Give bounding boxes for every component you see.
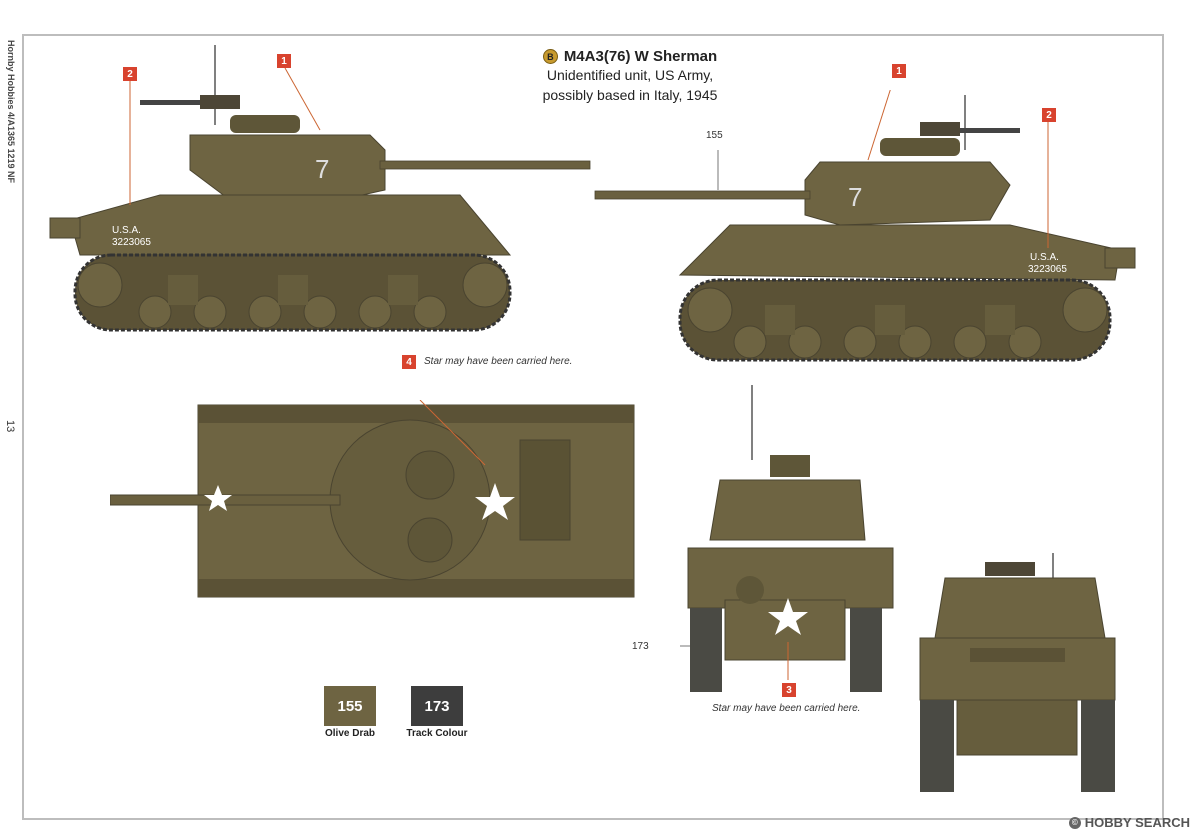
- hull-usa-left: U.S.A.: [112, 225, 141, 236]
- rear-star-note: Star may have been carried here.: [712, 703, 861, 714]
- document-code: Hornby Hobbies 4/A1365 1219 NF: [6, 40, 16, 184]
- watermark-text: HOBBY SEARCH: [1084, 815, 1190, 830]
- hull-usa-right: U.S.A.: [1030, 252, 1059, 263]
- hull-serial-left: 3223065: [112, 237, 151, 248]
- callout-2-right: 2: [1042, 108, 1056, 122]
- callout-1-right: 1: [892, 64, 906, 78]
- callout-4-top: 4: [402, 355, 416, 369]
- callout-1-left: 1: [277, 54, 291, 68]
- paint-name-olive: Olive Drab: [324, 728, 376, 739]
- watermark: © HOBBY SEARCH: [1068, 815, 1190, 830]
- scheme-title-row: B M4A3(76) W Sherman: [520, 48, 740, 65]
- paint-swatch-olive: 155: [324, 686, 376, 726]
- scheme-subtitle-1: Unidentified unit, US Army,: [546, 67, 714, 83]
- top-view: [110, 400, 635, 598]
- top-star-note: Star may have been carried here.: [424, 356, 573, 367]
- callout-2-left: 2: [123, 67, 137, 81]
- copyright-icon: ©: [1068, 816, 1081, 829]
- right-side-view: 7 U.S.A. 3223065: [594, 90, 1136, 362]
- hull-serial-right: 3223065: [1028, 264, 1067, 275]
- callout-3-rear: 3: [782, 683, 796, 697]
- scheme-title: M4A3(76) W Sherman: [563, 48, 718, 65]
- scheme-subtitle-2: possibly based in Italy, 1945: [542, 87, 718, 103]
- scheme-header: B M4A3(76) W Sherman Unidentified unit, …: [520, 48, 740, 105]
- scheme-letter-badge: B: [542, 49, 558, 64]
- paint-name-track: Track Colour: [406, 728, 468, 739]
- ref-track-173: 173: [632, 641, 649, 652]
- left-side-view: 7 U.S.A. 3223065: [49, 45, 591, 332]
- turret-number-right: 7: [848, 182, 862, 212]
- page-frame: [22, 34, 1164, 820]
- rear-view: [919, 553, 1116, 792]
- paint-swatch-track: 173: [411, 686, 463, 726]
- front-view: [680, 385, 894, 692]
- turret-number-left: 7: [315, 154, 329, 184]
- ref-olive-155: 155: [706, 130, 723, 141]
- page-number: 13: [4, 420, 16, 433]
